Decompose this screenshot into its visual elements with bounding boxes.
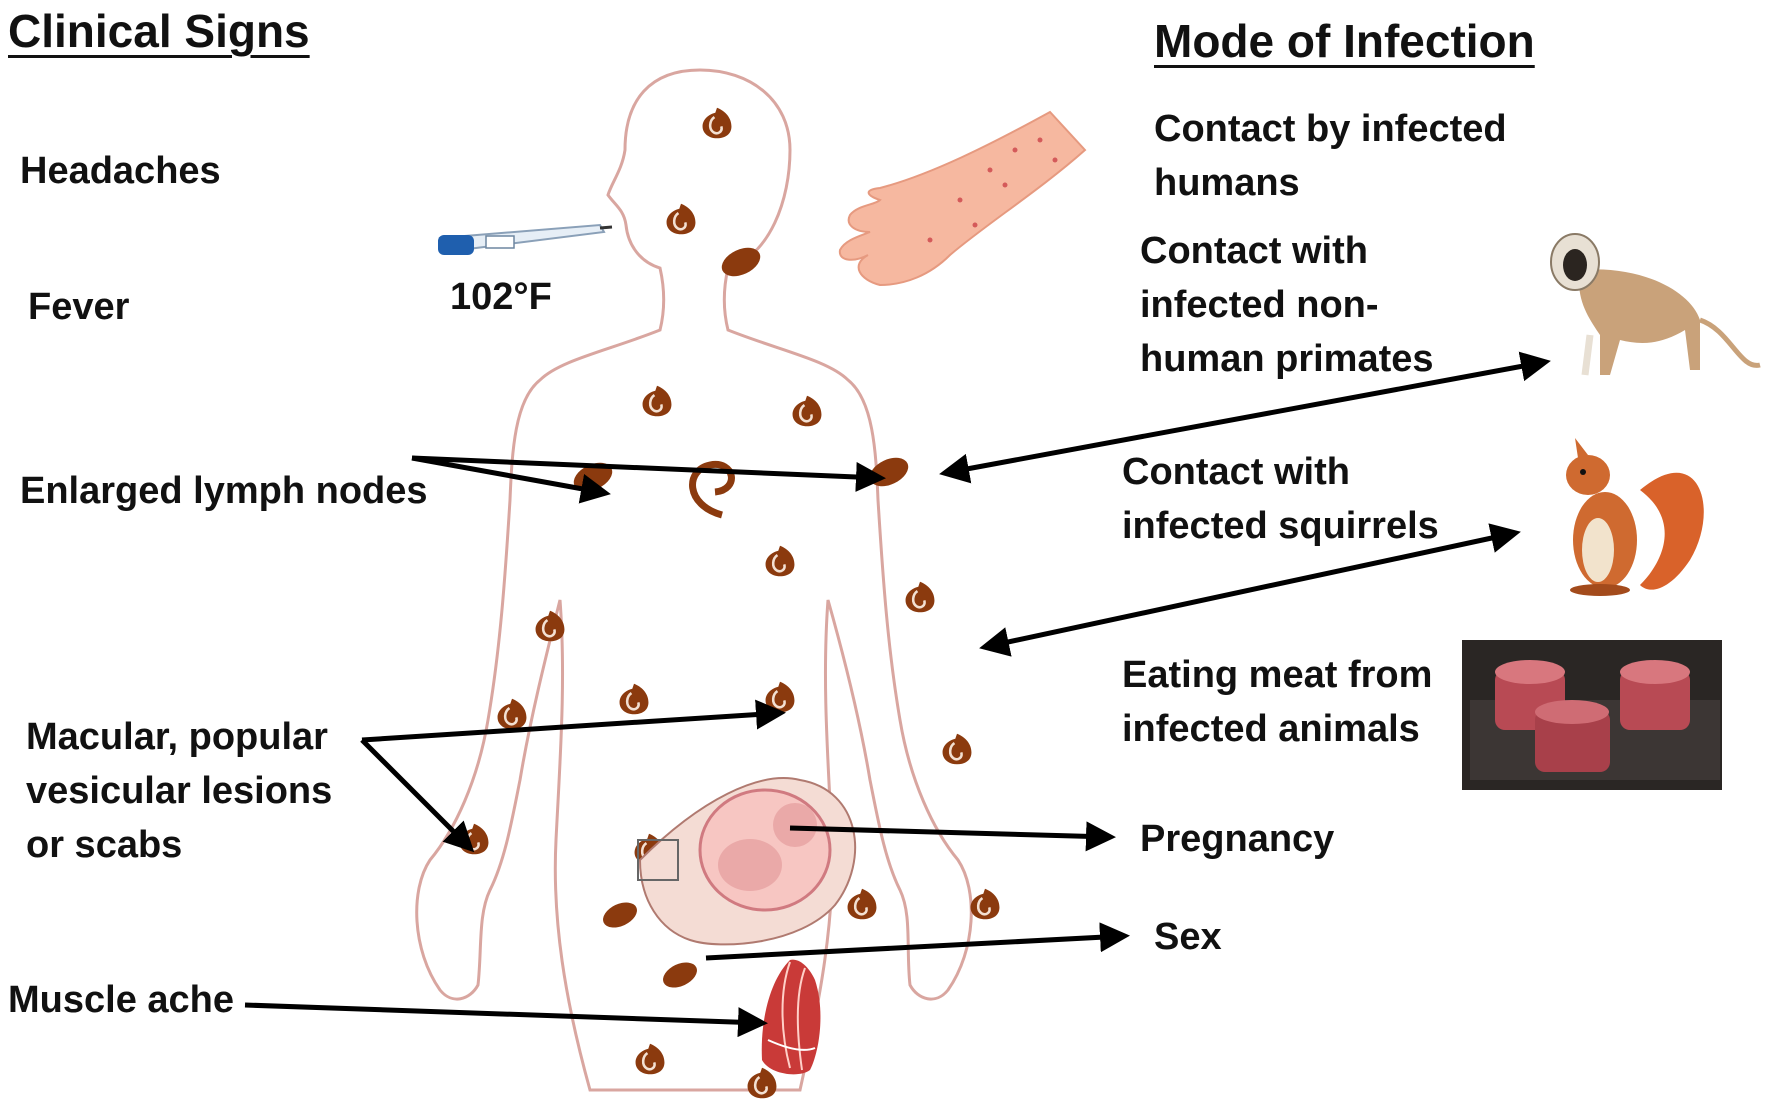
lesion: [764, 544, 796, 578]
lesion: [496, 697, 528, 731]
lesion: [634, 1042, 666, 1076]
arrow-squirrels: [979, 523, 1521, 657]
lesion: [764, 680, 796, 714]
arrow-primates: [939, 351, 1551, 484]
pregnancy-label: Pregnancy: [1140, 818, 1335, 860]
lesion-ring: [689, 461, 735, 519]
humans-line-2: humans: [1154, 162, 1300, 204]
primates-line-1: Contact with: [1140, 230, 1368, 272]
lymph-nodes-label: Enlarged lymph nodes: [20, 470, 428, 512]
clinical-signs-heading: Clinical Signs: [8, 5, 310, 57]
primates-line-3: human primates: [1140, 338, 1434, 380]
meat-line-2: infected animals: [1122, 708, 1420, 750]
lesion: [665, 202, 697, 236]
primates-label: Contact with infected non- human primate…: [1140, 224, 1434, 386]
meat-line-1: Eating meat from: [1122, 654, 1433, 696]
primates-line-2: infected non-: [1140, 284, 1379, 326]
thermometer-reading: 102°F: [450, 276, 552, 318]
lesions-line-2: vesicular lesions: [26, 770, 333, 812]
arrow-lesion-torso: [361, 699, 786, 743]
squirrels-line-1: Contact with: [1122, 451, 1350, 493]
muscle-ache-label: Muscle ache: [8, 979, 234, 1021]
infected-arm-icon: [838, 110, 1087, 287]
fever-label: Fever: [28, 286, 130, 328]
sex-label: Sex: [1154, 916, 1222, 958]
arrows: [244, 351, 1551, 1038]
meat-label: Eating meat from infected animals: [1122, 648, 1432, 756]
lesions-line-1: Macular, popular: [26, 716, 328, 758]
human-body-outline: [415, 68, 973, 1092]
thermometer-icon: [438, 223, 613, 255]
humans-label: Contact by infected humans: [1154, 102, 1507, 210]
squirrel-icon: [1566, 438, 1704, 596]
arrow-muscle: [244, 1002, 768, 1038]
lesions-label: Macular, popular vesicular lesions or sc…: [26, 710, 332, 872]
pregnancy-icon: [637, 777, 857, 946]
arrow-lesion-hand: [360, 738, 475, 853]
lesion: [969, 887, 1001, 921]
arrow-lymph-right: [411, 455, 886, 492]
lesion: [701, 106, 733, 140]
mode-of-infection-heading: Mode of Infection: [1154, 15, 1535, 67]
skin-lesions: [458, 106, 1001, 1100]
humans-line-1: Contact by infected: [1154, 108, 1507, 150]
arrow-sex: [705, 922, 1130, 961]
headaches-label: Headaches: [20, 150, 221, 192]
squirrels-label: Contact with infected squirrels: [1122, 445, 1439, 553]
lesion: [791, 394, 823, 428]
arrow-pregnancy: [789, 821, 1116, 852]
lesion: [746, 1066, 778, 1100]
monkey-icon: [1550, 233, 1761, 376]
lesions-line-3: or scabs: [26, 824, 183, 866]
muscle-icon: [761, 959, 821, 1075]
meat-photo: [1462, 640, 1722, 790]
lesion: [904, 580, 936, 614]
arrow-lymph-left: [411, 455, 611, 504]
lesion: [618, 682, 650, 716]
squirrels-line-2: infected squirrels: [1122, 505, 1439, 547]
lesion: [941, 732, 973, 766]
lesion: [641, 384, 673, 418]
lesion: [846, 887, 878, 921]
